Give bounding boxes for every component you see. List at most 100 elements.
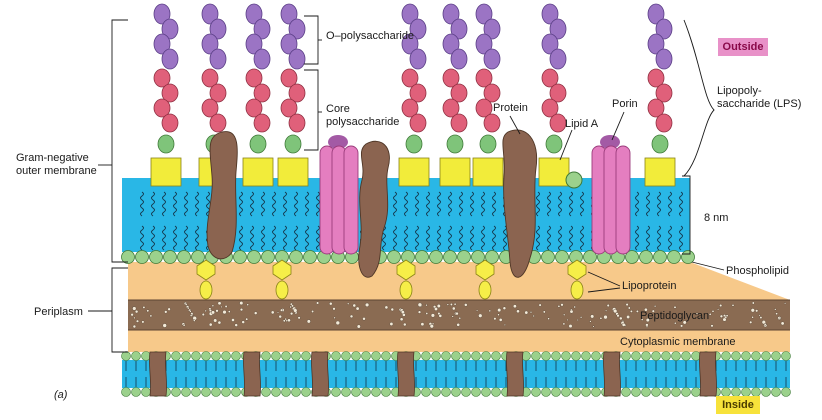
- peptidoglycan-speck: [778, 317, 781, 320]
- label-phospholipid: Phospholipid: [726, 265, 789, 277]
- lipid-tail-upper: [448, 191, 452, 217]
- o-polysaccharide-unit: [475, 3, 493, 25]
- peptidoglycan-speck: [362, 317, 366, 321]
- phospholipid-head: [181, 351, 191, 361]
- phospholipid-head: [565, 171, 583, 189]
- phospholipid-head: [131, 387, 141, 397]
- core-polysaccharide-unit: [475, 68, 493, 88]
- peptidoglycan-speck: [498, 318, 503, 322]
- phospholipid-head: [361, 351, 371, 361]
- lipid-tail-upper: [580, 191, 584, 217]
- lipid-tail-upper: [305, 191, 309, 217]
- lipid-tail-lower: [470, 225, 474, 251]
- o-polysaccharide-unit: [401, 33, 419, 55]
- peptidoglycan-speck: [365, 302, 370, 307]
- o-polysaccharide-unit: [245, 3, 263, 25]
- lipid-a-box: [439, 157, 471, 187]
- phospholipid-head: [631, 387, 641, 397]
- phospholipid-head: [691, 387, 701, 397]
- label-porin: Porin: [612, 98, 638, 110]
- lipoprotein-head: [272, 259, 292, 281]
- phospholipid-head: [531, 351, 541, 361]
- peptidoglycan-speck: [630, 309, 633, 313]
- o-polysaccharide-unit: [541, 3, 559, 25]
- phospholipid-head: [661, 387, 671, 397]
- peptidoglycan-speck: [135, 319, 139, 323]
- porins: [319, 135, 631, 255]
- lipid-tail-upper: [635, 191, 639, 217]
- peptidoglycan-speck: [621, 322, 626, 327]
- label-outside: Outside: [718, 38, 768, 56]
- phospholipid-head: [281, 387, 291, 397]
- phospholipid-head: [481, 351, 491, 361]
- lipid-tail-upper: [294, 191, 298, 217]
- peptidoglycan-speck: [311, 310, 314, 313]
- integral-protein: [311, 351, 329, 397]
- lps-molecule: [472, 3, 504, 187]
- o-polysaccharide-unit: [483, 18, 501, 40]
- peptidoglycan-speck: [673, 305, 677, 309]
- peptidoglycan-speck: [708, 312, 712, 316]
- phospholipid-head: [135, 250, 149, 264]
- o-polysaccharide-unit: [450, 18, 468, 40]
- peptidoglycan-speck: [719, 304, 723, 308]
- label-peptidoglycan: Peptidoglycan: [640, 310, 710, 322]
- core-polysaccharide-unit: [442, 68, 460, 88]
- lipid-tail-lower: [426, 225, 430, 251]
- peptidoglycan-speck: [403, 322, 407, 327]
- core-polysaccharide-unit: [409, 83, 427, 103]
- lipid-tail-lower: [580, 225, 584, 251]
- peptidoglycan-speck: [682, 320, 687, 325]
- phospholipid-head: [639, 250, 653, 264]
- peptidoglycan-speck: [488, 309, 491, 313]
- label-inside: Inside: [716, 396, 760, 414]
- integral-protein: [699, 351, 717, 397]
- lipoprotein: [272, 259, 292, 300]
- peptidoglycan-speck: [458, 317, 461, 320]
- core-polysaccharide-unit: [541, 68, 559, 88]
- peptidoglycan-speck: [429, 324, 434, 329]
- peptidoglycan-speck: [282, 319, 286, 323]
- peptidoglycan-speck: [674, 322, 677, 325]
- peptidoglycan-speck: [532, 314, 535, 318]
- lipid-a-box: [150, 157, 182, 187]
- lipid-tail-lower: [261, 225, 265, 251]
- o-polysaccharide-unit: [442, 3, 460, 25]
- o-polysaccharide-unit: [245, 33, 263, 55]
- peptidoglycan-speck: [149, 314, 153, 318]
- phospholipid-head: [771, 387, 781, 397]
- peptidoglycan-speck: [497, 313, 500, 316]
- peptidoglycan-speck: [719, 314, 723, 318]
- core-polysaccharide-unit: [483, 113, 501, 133]
- o-polysaccharide-unit: [153, 33, 171, 55]
- phospholipid-head: [371, 387, 381, 397]
- porin-left: [319, 135, 359, 255]
- phospholipid-head: [591, 351, 601, 361]
- leader-protein: [509, 115, 521, 135]
- phospholipid-head: [661, 351, 671, 361]
- peptidoglycan-speck: [222, 310, 227, 315]
- lipid-tail-lower: [382, 225, 386, 251]
- peptidoglycan-speck: [425, 312, 429, 315]
- phospholipid-head: [149, 250, 163, 264]
- phospholipid-head: [291, 351, 301, 361]
- lipoprotein: [396, 259, 416, 300]
- peptidoglycan-speck: [132, 306, 137, 311]
- core-polysaccharide-unit: [161, 83, 179, 103]
- lipid-tail-upper: [316, 191, 320, 217]
- lipid-tail-upper: [657, 191, 661, 217]
- peptidoglycan-speck: [725, 314, 729, 318]
- core-polysaccharide-unit: [655, 83, 673, 103]
- peptidoglycan-speck: [245, 317, 249, 321]
- o-polysaccharide-unit: [409, 18, 427, 40]
- phospholipid-head: [671, 387, 681, 397]
- lipid-tail-upper: [239, 191, 243, 217]
- lipid-tail-upper: [261, 191, 265, 217]
- lipid-tail-lower: [283, 225, 287, 251]
- peptidoglycan-speck: [215, 309, 219, 313]
- core-polysaccharide-unit: [253, 113, 271, 133]
- lipid-a-box: [472, 157, 504, 187]
- peptidoglycan-speck: [352, 303, 357, 308]
- peptidoglycan-speck: [626, 315, 630, 319]
- lps-molecule: [242, 3, 274, 187]
